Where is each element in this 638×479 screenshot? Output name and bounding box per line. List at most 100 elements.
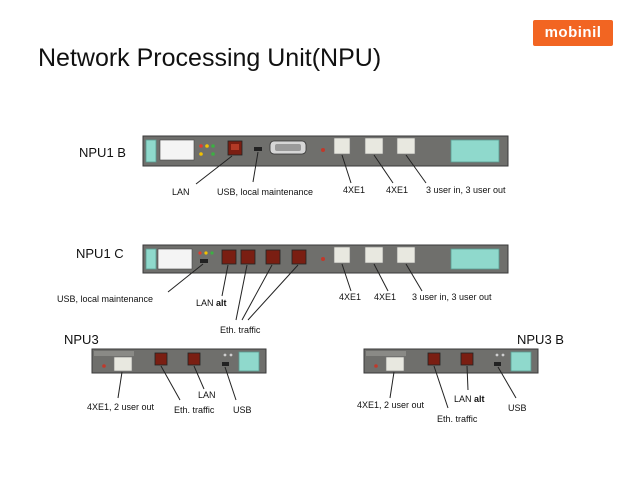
npu3b-usb-label: USB — [508, 403, 527, 413]
npu3b-lan-label-prefix: LAN — [454, 394, 474, 404]
npu3b-lan-alt-label: LAN alt — [454, 394, 485, 404]
npu1c-left-handle — [145, 248, 157, 270]
npu3-led-2 — [229, 353, 233, 357]
npu1b-user-io-port — [396, 137, 416, 155]
npu3-eth-pointer — [160, 365, 181, 401]
npu1c-e1-port-a — [333, 246, 351, 264]
npu3b-lan-label-alt: alt — [474, 394, 485, 404]
npu1c-reset-button — [321, 257, 325, 261]
npu1b-name: NPU1 B — [79, 145, 126, 160]
npu1b-e1a-label: 4XE1 — [343, 185, 365, 195]
npu1c-eth2-pointer — [241, 264, 273, 321]
npu3b-reset-button — [374, 364, 378, 368]
npu1c-eth-port-1 — [240, 249, 256, 265]
npu3-group: NPU3 4XE1, 2 user out Eth. traffic LAN U… — [64, 332, 267, 415]
npu1c-userio-label: 3 user in, 3 user out — [412, 292, 492, 302]
npu1c-e1a-label: 4XE1 — [339, 292, 361, 302]
npu1c-e1a-pointer — [341, 263, 352, 292]
npu3-usb-port — [222, 362, 229, 366]
npu1c-eth-label: Eth. traffic — [220, 325, 261, 335]
npu3b-lan-alt-port — [460, 352, 474, 366]
npu1c-eth-port-2 — [265, 249, 281, 265]
npu1b-usb-pointer — [252, 151, 259, 183]
npu3-name: NPU3 — [64, 332, 99, 347]
npu1b-usb-label: USB, local maintenance — [217, 187, 313, 197]
npu3-usb-pointer — [224, 366, 237, 401]
npu3b-right-handle — [510, 351, 532, 372]
npu3b-usb-port — [494, 362, 501, 366]
npu1c-led-yellow — [204, 251, 208, 255]
npu1c-led-green — [210, 251, 214, 255]
npu3-right-handle — [238, 351, 260, 372]
npu3-usb-label: USB — [233, 405, 252, 415]
npu3-eth-port — [154, 352, 168, 366]
npu1b-e1a-pointer — [341, 154, 352, 184]
npu1c-led-red — [198, 251, 202, 255]
npu1c-e1b-pointer — [373, 263, 389, 292]
npu3b-lan-alt-pointer — [466, 365, 469, 391]
npu3b-led-1 — [495, 353, 499, 357]
npu1b-usb-port — [254, 147, 262, 151]
npu1c-eth3-pointer — [247, 264, 299, 321]
page-title: Network Processing Unit(NPU) — [38, 44, 382, 72]
npu3b-name: NPU3 B — [517, 332, 564, 347]
npu1b-e1b-pointer — [373, 154, 394, 184]
npu1b-e1-port-a — [333, 137, 351, 155]
npu1b-group: NPU1 B LAN USB, local maintenance 4XE1 4… — [79, 135, 509, 197]
npu3-label-strip — [94, 351, 134, 356]
npu1b-led-green-2 — [211, 152, 215, 156]
npu1b-lan-label: LAN — [172, 187, 190, 197]
npu3b-label-strip — [366, 351, 406, 356]
npu1b-userio-label: 3 user in, 3 user out — [426, 185, 506, 195]
npu1c-lan-label-alt: alt — [216, 298, 227, 308]
npu3-e1-pointer — [117, 371, 123, 399]
npu1b-right-handle — [450, 139, 500, 163]
npu1b-reset-button — [321, 148, 325, 152]
npu1b-label-window — [159, 139, 195, 161]
npu1b-lan-pointer — [195, 155, 233, 185]
npu1b-left-handle — [145, 139, 157, 163]
npu3-e1-label: 4XE1, 2 user out — [87, 402, 155, 412]
npu1c-lan-label-prefix: LAN — [196, 298, 216, 308]
npu1c-lan-alt-pointer — [221, 264, 229, 297]
npu1c-userio-pointer — [405, 263, 423, 292]
npu1c-label-window — [157, 248, 193, 270]
npu3b-eth-pointer — [433, 365, 449, 409]
npu3b-e1-pointer — [389, 371, 395, 399]
npu3-lan-port — [187, 352, 201, 366]
npu3b-eth-port — [427, 352, 441, 366]
npu1c-right-handle — [450, 248, 500, 270]
npu3b-eth-label: Eth. traffic — [437, 414, 478, 424]
npu1b-led-green — [211, 144, 215, 148]
npu1c-e1-port-b — [364, 246, 384, 264]
npu1c-user-io-port — [396, 246, 416, 264]
npu3b-e1-label: 4XE1, 2 user out — [357, 400, 425, 410]
npu1b-led-red — [199, 144, 203, 148]
npu1b-e1-port-b — [364, 137, 384, 155]
npu1b-led-yellow-2 — [199, 152, 203, 156]
npu3-reset-button — [102, 364, 106, 368]
npu3b-usb-pointer — [497, 366, 517, 399]
npu1c-name: NPU1 C — [76, 246, 124, 261]
npu1c-usb-port — [200, 259, 208, 263]
npu3b-group: NPU3 B 4XE1, 2 user out LAN alt Eth. tra… — [357, 332, 564, 424]
npu3-eth-label: Eth. traffic — [174, 405, 215, 415]
npu3-e1-port — [113, 356, 133, 372]
npu1c-group: NPU1 C USB, local maintenance LAN alt 4X… — [57, 244, 509, 335]
npu1c-usb-pointer — [167, 263, 204, 293]
npu1b-panel — [142, 135, 509, 167]
npu1c-lan-alt-port — [221, 249, 237, 265]
npu1b-e1b-label: 4XE1 — [386, 185, 408, 195]
npu3b-e1-port — [385, 356, 405, 372]
mobinil-logo: mobinil — [533, 20, 613, 46]
npu3-lan-label: LAN — [198, 390, 216, 400]
npu1b-userio-pointer — [405, 154, 427, 184]
npu1c-eth1-pointer — [235, 264, 248, 321]
npu1b-lan-port-inner — [231, 144, 239, 150]
npu1c-lan-alt-label: LAN alt — [196, 298, 227, 308]
npu1b-led-yellow — [205, 144, 209, 148]
npu1c-eth-port-3 — [291, 249, 307, 265]
npu3b-led-2 — [501, 353, 505, 357]
npu1c-usb-label: USB, local maintenance — [57, 294, 153, 304]
